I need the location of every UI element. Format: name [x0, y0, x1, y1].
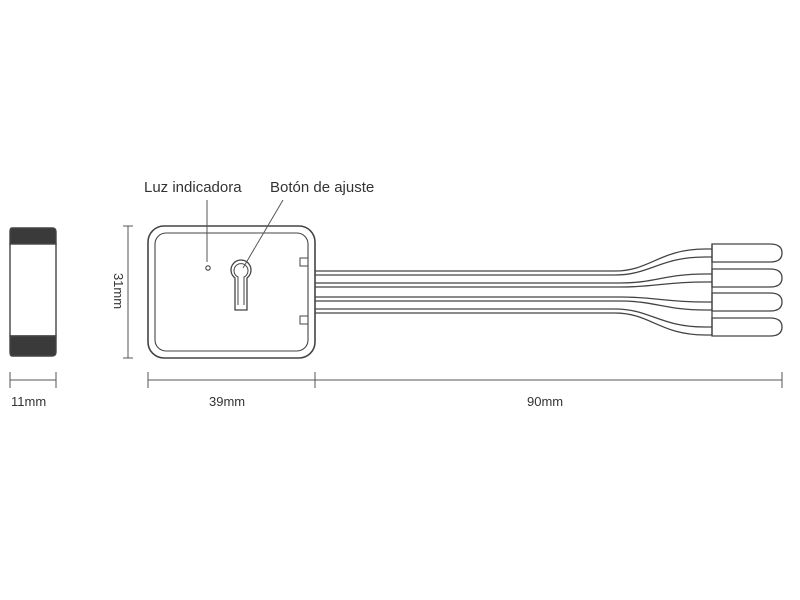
- lead-wire-2: [315, 273, 712, 284]
- indicator-light-dot: [205, 265, 211, 271]
- adjust-button-inner: [233, 263, 249, 305]
- top-view: [147, 225, 316, 359]
- lead-wire-1: [315, 248, 712, 272]
- wire-terminal-3: [711, 292, 783, 312]
- wire-terminals: [711, 243, 783, 337]
- wire-terminal-4: [711, 317, 783, 337]
- adjust-button-label: Botón de ajuste: [270, 179, 375, 196]
- lead-wire-4: [315, 308, 712, 328]
- lead-wire-1b: [315, 256, 712, 276]
- dim-label-90mm: 90mm: [527, 394, 564, 409]
- dim-label-11mm: 11mm: [11, 394, 47, 409]
- callout-leaders: [206, 199, 284, 269]
- module-body-outer: [147, 225, 316, 359]
- module-body-inner: [154, 232, 309, 352]
- indicator-light-label: Luz indicadora: [144, 179, 242, 196]
- adjust-button-shape: [230, 259, 252, 311]
- side-view: [9, 227, 57, 357]
- dim-label-39mm: 39mm: [209, 394, 246, 409]
- wire-terminal-2: [711, 268, 783, 288]
- corner-tab-bottom: [299, 315, 309, 325]
- button-leader-line: [242, 199, 284, 269]
- lead-wire-4b: [315, 312, 712, 336]
- side-view-bottom-cap: [9, 335, 57, 357]
- side-view-top-cap: [9, 227, 57, 245]
- lead-wire-3: [315, 296, 712, 303]
- corner-tab-top: [299, 257, 309, 267]
- lead-wire-3b: [315, 300, 712, 311]
- dim-label-31mm: 31mm: [111, 272, 126, 310]
- lead-wires: [315, 248, 712, 336]
- dimension-lines: [9, 225, 783, 388]
- lead-wire-2b: [315, 281, 712, 288]
- side-view-body: [9, 243, 57, 337]
- wire-terminal-1: [711, 243, 783, 263]
